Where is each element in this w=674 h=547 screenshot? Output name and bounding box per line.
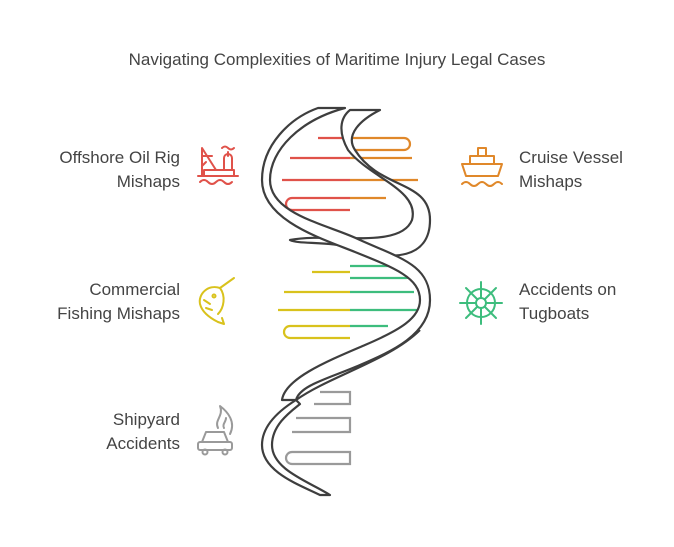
label-shipyard: Shipyard Accidents xyxy=(106,410,180,453)
label-cruise-vessel: Cruise Vessel Mishaps xyxy=(519,148,623,191)
ship-wheel-icon xyxy=(459,281,503,325)
car-fire-icon xyxy=(197,405,234,456)
helix-strands xyxy=(260,106,432,497)
rungs-commercial-fishing xyxy=(278,270,350,340)
label-tugboats: Accidents on Tugboats xyxy=(519,280,617,323)
cruise-ship-icon xyxy=(461,147,503,187)
fish-icon xyxy=(198,277,235,325)
label-offshore-oil-rig: Offshore Oil Rig Mishaps xyxy=(59,148,180,191)
label-commercial-fishing: Commercial Fishing Mishaps xyxy=(57,280,180,323)
page-title: Navigating Complexities of Maritime Inju… xyxy=(128,50,546,69)
oil-rig-icon xyxy=(197,145,239,185)
rungs-shipyard xyxy=(284,390,352,466)
rungs-offshore-oil-rig xyxy=(282,136,350,212)
